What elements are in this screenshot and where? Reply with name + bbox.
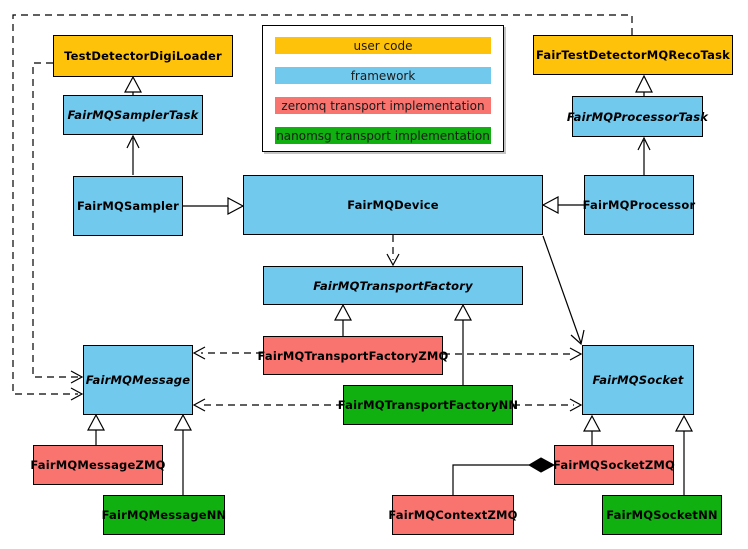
node-label: FairMQSampler	[76, 199, 180, 213]
node-testdetectordigiloader: TestDetectorDigiLoader	[53, 35, 233, 77]
node-label: FairMQTransportFactoryZMQ	[257, 348, 449, 363]
node-fairmqdevice: FairMQDevice	[243, 175, 543, 235]
node-fairmqsocketzmq: FairMQSocketZMQ	[553, 445, 675, 485]
edge-msgnn-message	[174, 413, 192, 495]
edge-processortask-recotask	[635, 74, 653, 96]
node-label: FairMQSocketZMQ	[553, 458, 675, 472]
legend-item-user-code: user code	[275, 37, 491, 54]
edge-recotask-message	[12, 14, 633, 401]
node-fairmqmessagezmq: FairMQMessageZMQ	[30, 445, 166, 485]
legend: user code framework zeromq transport imp…	[262, 25, 504, 152]
node-fairmqmessage: FairMQMessage	[83, 345, 193, 415]
legend-item-nanomsg: nanomsg transport implementation	[275, 127, 491, 144]
edge-sockzmq-socket	[583, 414, 601, 445]
node-label: FairMQSocketNN	[606, 508, 718, 522]
node-fairmqsocket: FairMQSocket	[582, 345, 694, 415]
node-fairmqtransportfactoryzmq: FairMQTransportFactoryZMQ	[258, 336, 448, 375]
edge-device-transportfactory	[386, 235, 400, 267]
legend-label: framework	[350, 68, 416, 83]
edge-tfnn-socket	[513, 398, 583, 412]
node-label: FairMQSocket	[592, 373, 684, 387]
legend-label: user code	[353, 38, 413, 53]
node-label: FairMQTransportFactoryNN	[337, 398, 519, 412]
edge-sampler-samplertask	[126, 134, 140, 175]
node-label: FairMQTransportFactory	[313, 278, 473, 293]
node-label: FairMQContextZMQ	[388, 508, 518, 522]
node-label: FairMQMessage	[85, 373, 191, 387]
node-label: FairMQProcessorTask	[566, 109, 709, 124]
edge-contextzmq-sockzmq	[452, 457, 556, 495]
node-fairmqtransportfactory: FairMQTransportFactory	[263, 266, 523, 305]
edge-tfzmq-transportfactory	[334, 303, 352, 336]
node-fairmqtransportfactorynn: FairMQTransportFactoryNN	[338, 385, 518, 425]
legend-item-zeromq: zeromq transport implementation	[275, 97, 491, 114]
node-label: FairMQProcessor	[582, 198, 696, 212]
edge-processor-processortask	[637, 136, 651, 175]
edge-sampler-device	[183, 197, 245, 215]
node-label: FairTestDetectorMQRecoTask	[536, 48, 730, 62]
node-fairmqprocessortask: FairMQProcessorTask	[567, 96, 708, 137]
edge-tfzmq-socket	[443, 347, 583, 361]
node-fairmqsamplertask: FairMQSamplerTask	[63, 95, 203, 135]
edge-processor-device	[541, 196, 584, 214]
edge-device-socket	[542, 235, 585, 346]
node-label: FairMQDevice	[347, 198, 439, 212]
node-fairmqcontextzmq: FairMQContextZMQ	[388, 495, 517, 535]
node-fairmqmessagenn: FairMQMessageNN	[101, 495, 227, 535]
node-fairtestdetectormqrecotask: FairTestDetectorMQRecoTask	[533, 35, 733, 75]
node-fairmqprocessor: FairMQProcessor	[582, 175, 696, 235]
edge-tfnn-message	[192, 398, 343, 412]
edge-tfzmq-message	[192, 346, 263, 360]
node-label: FairMQSamplerTask	[67, 108, 199, 122]
edge-digiloader-message	[32, 62, 84, 384]
node-label: FairMQMessageNN	[101, 508, 227, 522]
legend-label: zeromq transport implementation	[281, 98, 485, 113]
node-fairmqsocketnn: FairMQSocketNN	[602, 495, 722, 535]
edge-tfnn-transportfactory	[454, 303, 472, 385]
legend-label: nanomsg transport implementation	[276, 128, 490, 143]
edge-socknn-socket	[675, 414, 693, 495]
edge-msgzmq-message	[87, 413, 105, 445]
node-fairmqsampler: FairMQSampler	[73, 176, 183, 236]
edge-samplertask-digiloader	[124, 75, 142, 95]
node-label: TestDetectorDigiLoader	[64, 49, 222, 63]
legend-item-framework: framework	[275, 67, 491, 84]
node-label: FairMQMessageZMQ	[30, 458, 166, 472]
